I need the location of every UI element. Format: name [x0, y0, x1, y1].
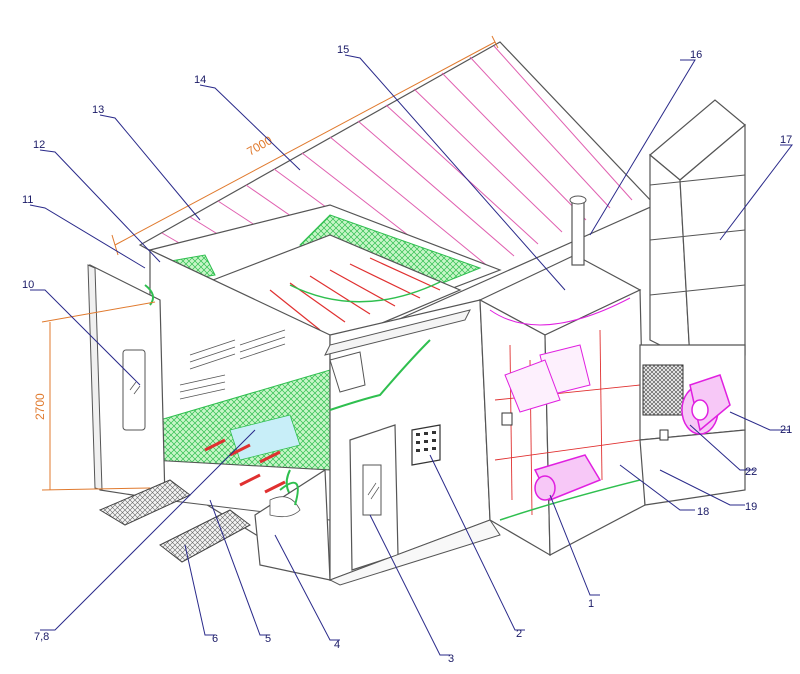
- exhaust-fan: [681, 374, 731, 435]
- ramp-right: [159, 509, 251, 563]
- callout-2: 2: [516, 628, 522, 640]
- ceiling-red-ribs: [269, 257, 441, 331]
- exhaust-duct: [649, 99, 746, 361]
- callout-17: 17: [780, 134, 792, 146]
- callout-4: 4: [334, 639, 340, 651]
- chimney: [569, 195, 587, 266]
- callout-3: 3: [448, 653, 454, 665]
- callout-18: 18: [697, 506, 709, 518]
- dim-length-label: 7000: [245, 133, 275, 159]
- air-supply-unit: [478, 254, 646, 557]
- dim-height-label: 2700: [33, 393, 47, 420]
- callout-1: 1: [588, 598, 594, 610]
- callout-labels: 1 2 3 4 5 6 7,8 10 11 12 13 14 15 16 17 …: [22, 44, 792, 665]
- callout-7-8: 7,8: [34, 631, 49, 643]
- callout-14: 14: [194, 74, 206, 86]
- leader-lines: [29, 54, 794, 656]
- floor-grille-red: [204, 438, 286, 494]
- callout-10: 10: [22, 279, 34, 291]
- burner: [504, 344, 591, 413]
- dimension-height: 2700: [33, 301, 156, 491]
- callout-5: 5: [265, 633, 271, 645]
- callout-22: 22: [745, 466, 757, 478]
- callout-12: 12: [33, 139, 45, 151]
- left-door: [87, 264, 166, 501]
- callout-15: 15: [337, 44, 349, 56]
- callout-19: 19: [745, 501, 757, 513]
- callout-11: 11: [22, 194, 33, 206]
- callout-21: 21: [780, 424, 792, 436]
- callout-6: 6: [212, 633, 218, 645]
- supply-fan: [533, 454, 602, 501]
- callout-16: 16: [690, 49, 702, 61]
- exhaust-unit: [639, 344, 746, 506]
- right-booth-wall: [324, 299, 501, 586]
- callout-13: 13: [92, 104, 104, 116]
- ceiling-filter-frame: [148, 204, 502, 346]
